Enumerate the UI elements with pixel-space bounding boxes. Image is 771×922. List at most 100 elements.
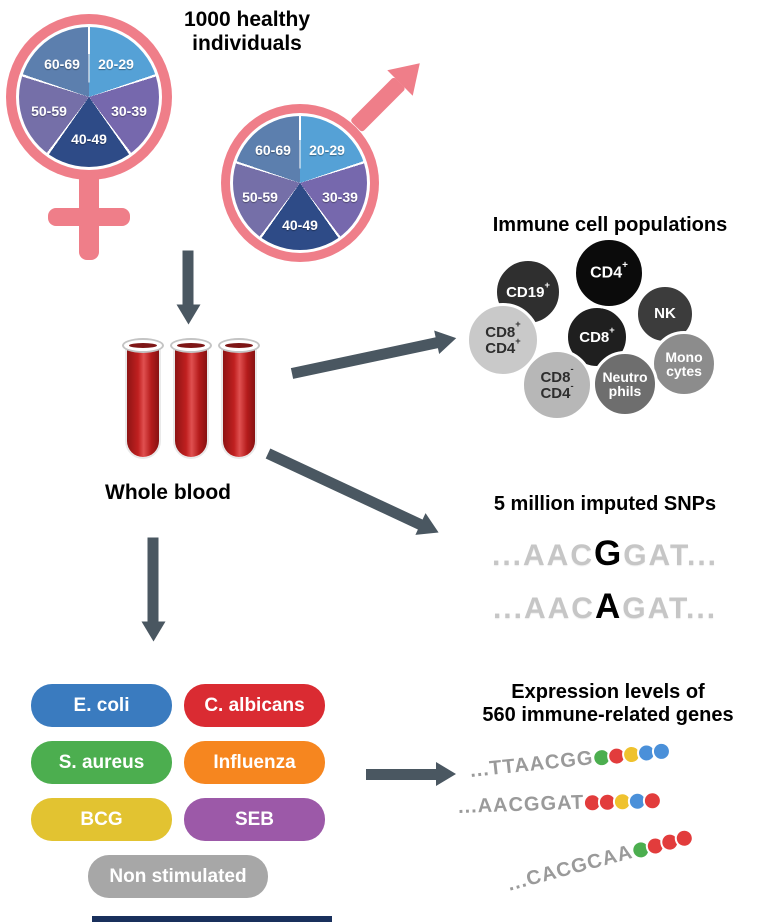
cell-label-base: CD8 (579, 328, 610, 346)
snp-allele: G (593, 534, 624, 573)
snp-context: ...AAC (491, 539, 594, 572)
female-symbol-crossbar (48, 208, 130, 226)
expression-title: Expression levels of 560 immune-related … (445, 681, 771, 727)
expression-title-line1: Expression levels of (511, 681, 705, 703)
tube-rim (218, 338, 260, 353)
figure-title-line1: 1000 healthy (183, 8, 311, 31)
blood-tube (170, 338, 212, 468)
age-label-30-39: 30-39 (322, 189, 358, 205)
cell-label: CD8+ (579, 325, 614, 346)
age-label-30-39: 30-39 (111, 103, 147, 119)
arrow-shaft (147, 537, 159, 624)
cell-label-base: CD4 (590, 264, 623, 282)
cell-label-sup: + (622, 259, 628, 271)
age-label-20-29: 20-29 (309, 142, 345, 158)
cell-label-base: NK (654, 305, 676, 323)
gene-bead (642, 790, 663, 811)
arrow-blood-to-snps (265, 448, 444, 544)
gene-sequence: ...TTAACGG (468, 747, 595, 782)
figure-title-line2: individuals (192, 32, 302, 56)
female-age-pie-chart: 20-29 30-39 40-49 50-59 60-69 (19, 27, 159, 167)
stimulus-s-aureus: S. aureus (31, 741, 172, 784)
expression-title-line2: 560 immune-related genes (482, 704, 734, 726)
cell-label-sup: + (609, 324, 615, 335)
cell-label: CD4- (540, 381, 573, 402)
arrow-head (176, 304, 201, 325)
cell-label: Neutro (602, 370, 647, 384)
immune-cell-cluster: CD19+ NK CD8+ CD4+ Mono cytes CD8+ CD4+ … (466, 237, 770, 436)
snp-sequence-2: ...AACAGAT... (445, 581, 765, 634)
age-label-60-69: 60-69 (255, 142, 291, 158)
cell-label-sup: + (544, 279, 550, 290)
cell-cd8neg-cd4neg: CD8- CD4- (521, 349, 593, 421)
immune-cells-title: Immune cell populations (492, 214, 728, 236)
whole-blood-label: Whole blood (105, 481, 231, 504)
stimulus-seb: SEB (184, 798, 325, 841)
tube-blood (127, 345, 159, 457)
blood-tube (122, 338, 164, 468)
cell-label: CD4+ (485, 336, 520, 357)
snp-title: 5 million imputed SNPs (493, 493, 717, 515)
gene-sequence: ...AACGGAT (457, 791, 585, 818)
female-symbol: 20-29 30-39 40-49 50-59 60-69 (6, 14, 186, 274)
tube-rim (170, 338, 212, 353)
arrow-shaft (290, 336, 440, 379)
arrow-blood-to-stimuli (141, 537, 166, 642)
stimulus-influenza: Influenza (184, 741, 325, 784)
tube-rim (122, 338, 164, 353)
cell-nk: NK (635, 284, 695, 344)
cell-label-base: Mono (665, 348, 703, 365)
cell-label: phils (609, 384, 642, 398)
male-symbol: 20-29 30-39 40-49 50-59 60-69 (219, 50, 449, 274)
age-label-40-49: 40-49 (71, 131, 107, 147)
cell-label-base: CD8 (540, 368, 571, 386)
arrow-head (436, 762, 456, 786)
cell-label-base: cytes (666, 363, 702, 379)
cell-neutrophils: Neutro phils (592, 351, 658, 417)
cell-label-base: phils (608, 383, 642, 399)
female-ring: 20-29 30-39 40-49 50-59 60-69 (6, 14, 172, 180)
stimulus-c-albicans: C. albicans (184, 684, 325, 727)
age-label-50-59: 50-59 (242, 189, 278, 205)
female-pie-gap: 20-29 30-39 40-49 50-59 60-69 (16, 24, 162, 170)
cell-label: cytes (666, 364, 702, 378)
arrow-blood-to-cells (290, 326, 459, 379)
male-pie-gap: 20-29 30-39 40-49 50-59 60-69 (230, 113, 370, 253)
cell-monocytes: Mono cytes (651, 331, 717, 397)
cell-label: NK (654, 306, 676, 321)
snp-context: ...AAC (492, 591, 595, 625)
arrow-shaft (366, 769, 438, 780)
snp-context: GAT... (622, 591, 718, 625)
arrow-shaft (265, 448, 425, 531)
arrow-shaft (182, 250, 194, 307)
snp-allele: A (594, 586, 623, 626)
blood-tube (218, 338, 260, 468)
cell-label-base: Neutro (602, 368, 648, 385)
stimulus-non-stimulated: Non stimulated (88, 855, 268, 898)
snp-sequence-1: ...AACGGAT... (445, 528, 765, 581)
cell-label: CD19+ (506, 280, 550, 300)
gene-expression-row: ...TTAACGG (469, 739, 672, 783)
cell-label: CD8- (540, 365, 573, 386)
stimulus-e-coli: E. coli (31, 684, 172, 727)
male-ring: 20-29 30-39 40-49 50-59 60-69 (221, 104, 379, 262)
age-label-40-49: 40-49 (282, 217, 318, 233)
figure-title: 1000 healthy individuals (147, 8, 347, 56)
gene-expression-row: ...AACGGAT (458, 789, 663, 819)
stimulus-bcg: BCG (31, 798, 172, 841)
arrow-head (434, 326, 459, 354)
cell-label-base: CD4 (540, 385, 571, 402)
gene-sequence: ...CACGCAA (505, 841, 636, 896)
age-label-20-29: 20-29 (98, 56, 134, 72)
cell-label: CD8+ (485, 320, 520, 341)
cell-label-sup: - (570, 380, 574, 391)
cell-label-base: CD8 (485, 323, 516, 341)
cell-label-sup: + (515, 335, 521, 346)
cell-label-sup: - (570, 364, 574, 375)
cell-cd4: CD4+ (573, 237, 645, 309)
cell-label: Mono (665, 350, 702, 364)
tube-blood (223, 345, 255, 457)
cell-label-base: CD4 (485, 340, 516, 357)
cell-label-sup: + (515, 319, 521, 330)
